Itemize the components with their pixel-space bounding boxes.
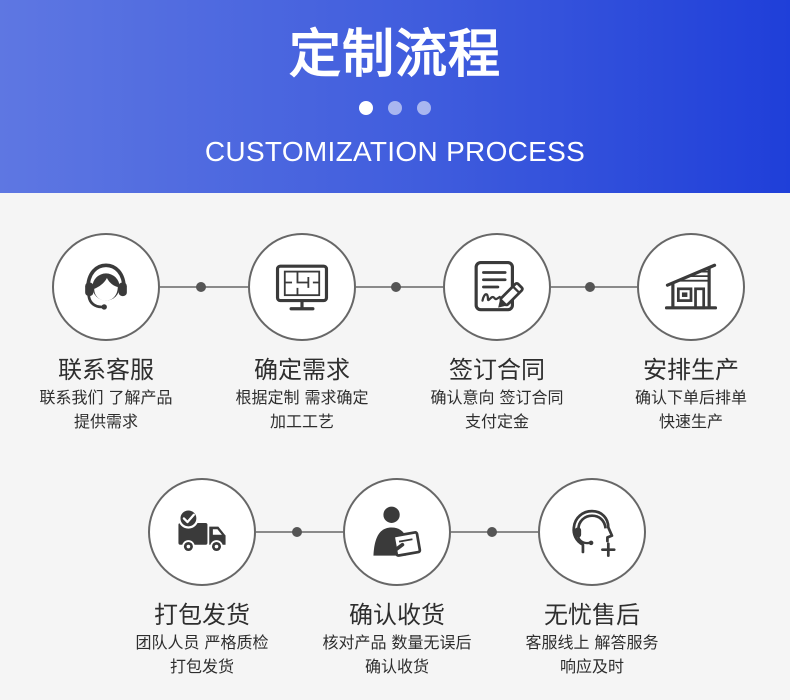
customer-service-headset-icon (85, 263, 127, 310)
step-description-line: 根据定制 需求确定 (235, 388, 369, 407)
step-connector-dot (196, 282, 206, 292)
page-subtitle: CUSTOMIZATION PROCESS (204, 136, 586, 167)
pager-dot (359, 101, 373, 115)
step-description-line: 支付定金 (464, 412, 529, 431)
step-description-line: 核对产品 数量无误后 (322, 633, 472, 652)
pager-indicator (0, 101, 790, 115)
step-title: 确认收货 (349, 601, 445, 629)
step-title: 打包发货 (154, 601, 250, 629)
step-icon-circle (443, 233, 551, 341)
step-title: 联系客服 (58, 356, 154, 384)
step-description: 客服线上 解答服务 响应及时 (502, 631, 682, 679)
step-description-line: 客服线上 解答服务 (525, 633, 659, 652)
process-step-arrange-production: 安排生产 确认下单后排单 快速生产 (601, 233, 781, 434)
step-description-line: 确认收货 (364, 657, 429, 676)
step-icon-circle (538, 478, 646, 586)
step-description: 确认下单后排单 快速生产 (601, 386, 781, 434)
process-step-contact-service: 联系客服 联系我们 了解产品 提供需求 (16, 233, 196, 434)
step-description-line: 联系我们 了解产品 (39, 388, 173, 407)
step-description: 核对产品 数量无误后 确认收货 (307, 631, 487, 679)
step-icon-circle (248, 233, 356, 341)
pager-dot (388, 101, 402, 115)
step-icon-circle (637, 233, 745, 341)
step-description: 联系我们 了解产品 提供需求 (16, 386, 196, 434)
header-banner: 定制流程 CUSTOMIZATION PROCESS (0, 0, 790, 193)
factory-building-icon (664, 263, 718, 310)
process-step-sign-contract: 签订合同 确认意向 签订合同 支付定金 (407, 233, 587, 434)
process-step-confirm-receipt: 确认收货 核对产品 数量无误后 确认收货 (307, 478, 487, 679)
process-step-after-sales: 无忧售后 客服线上 解答服务 响应及时 (502, 478, 682, 679)
step-description-line: 团队人员 严格质检 (135, 633, 269, 652)
process-step-confirm-requirements: 确定需求 根据定制 需求确定 加工工艺 (212, 233, 392, 434)
step-description-line: 快速生产 (658, 412, 723, 431)
contract-signature-icon (474, 260, 524, 312)
step-connector-dot (585, 282, 595, 292)
step-connector-dot (292, 527, 302, 537)
step-description-line: 确认下单后排单 (634, 388, 747, 407)
page-title: 定制流程 (288, 25, 501, 85)
step-icon-circle (343, 478, 451, 586)
step-connector-dot (391, 282, 401, 292)
step-icon-circle (52, 233, 160, 341)
process-step-pack-ship: 打包发货 团队人员 严格质检 打包发货 (112, 478, 292, 679)
step-icon-circle (148, 478, 256, 586)
step-description-line: 确认意向 签订合同 (430, 388, 564, 407)
after-sales-support-icon (572, 509, 616, 557)
pager-dot (417, 101, 431, 115)
delivery-truck-check-icon (178, 508, 226, 553)
step-title: 签订合同 (449, 356, 545, 384)
step-title: 确定需求 (254, 356, 350, 384)
step-description-line: 提供需求 (73, 412, 138, 431)
step-title: 无忧售后 (544, 601, 640, 629)
monitor-blueprint-icon (275, 264, 329, 311)
step-description: 团队人员 严格质检 打包发货 (112, 631, 292, 679)
person-clipboard-icon (373, 506, 422, 557)
step-connector-dot (487, 527, 497, 537)
step-title: 安排生产 (643, 356, 739, 384)
step-description: 确认意向 签订合同 支付定金 (407, 386, 587, 434)
step-description: 根据定制 需求确定 加工工艺 (212, 386, 392, 434)
step-description-line: 打包发货 (169, 657, 234, 676)
step-description-line: 响应及时 (559, 657, 624, 676)
step-description-line: 加工工艺 (269, 412, 334, 431)
